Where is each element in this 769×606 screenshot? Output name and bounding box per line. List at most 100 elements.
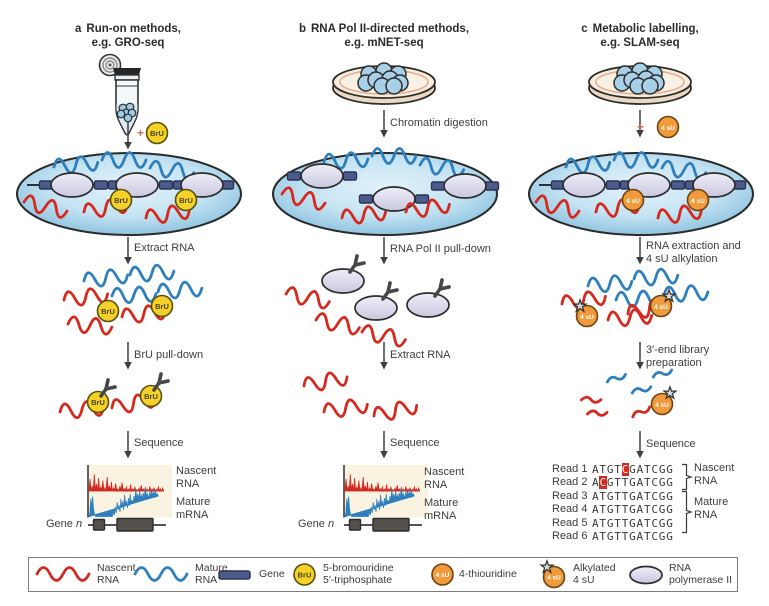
gene-exon (93, 180, 109, 190)
library-fragments: 4 sU (579, 368, 677, 419)
mature-rna-fragment (605, 372, 628, 384)
step-label-rna-extraction: RNA extraction and 4 sU alkylation (646, 240, 741, 265)
read-seq: ATGTTGATCGG (592, 529, 674, 543)
4su-ball-label: 4 sU (436, 572, 450, 579)
read-seq: A (592, 476, 600, 490)
gene-index: n (327, 518, 335, 530)
panel-tag: c (581, 23, 588, 35)
read-seq: ATGTTGATCGG (592, 489, 674, 503)
bru-ball-label: BrU (101, 307, 115, 316)
gene-word: Gene (46, 518, 73, 530)
legend-label: Alkylated 4 sU (573, 562, 616, 586)
4su-ball-label: 4 sU (580, 314, 594, 321)
nascent-rna-signal (344, 474, 421, 493)
gene-word: Gene (298, 518, 325, 530)
nascent-rna-legend-icon (35, 566, 91, 582)
extracted-rna-b (301, 368, 420, 425)
rna-polymerase-ii (562, 172, 606, 198)
gene-index: n (75, 518, 83, 530)
panel-b-graphics (272, 62, 500, 532)
rna-polymerase-ii (443, 173, 487, 199)
mature-rna-wave (127, 262, 176, 284)
4su-ball-label: 4 sU (547, 575, 561, 582)
bru-ball-label: BrU (298, 571, 312, 580)
read-seq: GTTGATCGG (606, 476, 674, 490)
gene-exon (158, 180, 174, 190)
panel-title-text: RNA Pol II-directed methods, (310, 23, 470, 35)
read-label: Read 3 (552, 489, 588, 502)
bru-ball-label: BrU (144, 392, 158, 401)
alkyl-star-icon (539, 559, 555, 574)
step-label-library-prep: 3′-end library preparation (646, 344, 710, 369)
4su-ball-label: 4 sU (654, 304, 668, 311)
nascent-rna-fragment (586, 407, 609, 419)
step-label-polii-pulldown: RNA Pol II pull-down (390, 243, 491, 255)
read-seq-mutation: C (621, 463, 630, 476)
mature-rna-fragment (630, 385, 653, 395)
nascent-rna-fragment (579, 393, 603, 406)
cell-culture-dish (588, 62, 692, 105)
gene-n-label: Gene n (298, 518, 334, 531)
panel-subtitle: e.g. SLAM-seq (600, 37, 680, 49)
mature-reads-group-label: Mature RNA (694, 496, 729, 521)
rna-polymerase-ii (321, 268, 365, 294)
step-label-sequence: Sequence (134, 437, 184, 449)
bru-ball-label: BrU (91, 398, 105, 407)
mature-mrna-track-label: Mature mRNA (176, 496, 211, 521)
step-label-extract-rna: Extract RNA (134, 242, 195, 254)
step-arrow-sequence (123, 430, 133, 460)
gene-model-exon (372, 517, 410, 532)
antibody-icon (381, 281, 399, 301)
panel-c-graphics: 4 sU 4 sU 4 sU 4 sU 4 sU (528, 62, 754, 534)
bru-legend-icon: BrU (293, 563, 316, 586)
rna-polymerase-ii (300, 163, 344, 189)
alkylated-4su-legend-icon: 4 sU (539, 559, 566, 589)
bru-pulldown-graphic: BrU BrU (57, 372, 170, 421)
rna-polymerase-ii (406, 292, 450, 318)
mature-mrna-signal (88, 487, 159, 518)
coverage-track-a (87, 465, 172, 532)
4su-legend-icon: 4 sU (431, 563, 454, 586)
4su-ball-label: 4 sU (626, 198, 640, 205)
gene-n-label: Gene n (46, 518, 82, 531)
step-arrow-rna-extraction (635, 236, 645, 266)
step-arrow-library-prep (635, 341, 645, 371)
mature-rna-wave (81, 266, 131, 290)
read-label: Read 2 (552, 476, 588, 489)
legend-label: 4-thiouridine (459, 568, 517, 580)
antibody-icon (152, 372, 170, 392)
nascent-reads-group-label: Nascent RNA (694, 462, 735, 487)
read-seq: ATGT (592, 463, 622, 476)
panel-tag: a (75, 23, 82, 35)
nascent-rna-wave (370, 396, 420, 425)
gene-model-exon (92, 518, 106, 531)
nascent-reads-bracket (682, 463, 693, 491)
coverage-track-b (343, 465, 428, 532)
cell-culture-dish (332, 62, 436, 105)
gene-legend-icon (218, 570, 251, 580)
4su-ball-label: 4 sU (661, 125, 675, 132)
read-seq: ATGTTGATCGG (592, 503, 674, 517)
antibody-icon (99, 378, 117, 398)
step-arrow-sequence (379, 430, 389, 460)
rna-polymerase-ii (372, 186, 416, 212)
nascent-rna-wave (283, 285, 333, 311)
mature-reads-bracket (682, 490, 693, 534)
mature-rna-legend-icon (133, 566, 189, 582)
step-arrow-sequence (635, 430, 645, 460)
nascent-rna-track-label: Nascent RNA (424, 466, 465, 491)
plus-sign: + (637, 120, 645, 134)
chromatin-fragment (286, 163, 358, 189)
gene-model-exon (116, 517, 154, 532)
step-arrow-polii-pulldown (379, 236, 389, 266)
step-label-extract-rna: Extract RNA (390, 349, 451, 361)
mature-rna-fragment (651, 368, 674, 379)
legend-label: Gene (259, 568, 285, 580)
nascent-rna-wave (313, 311, 363, 337)
bru-ball-label: BrU (114, 196, 128, 205)
